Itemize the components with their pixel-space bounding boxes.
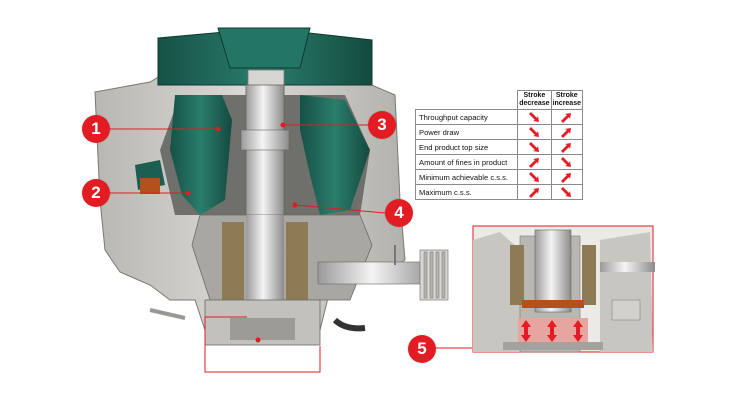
header-stroke-increase: Stroke increase: [550, 90, 584, 110]
arrow-down-icon: [528, 126, 539, 137]
stroke-decrease-effect: [517, 169, 552, 185]
table-row: Minimum achievable c.s.s.: [414, 169, 584, 185]
stroke-increase-effect: [550, 169, 584, 185]
row-parameter: Maximum c.s.s.: [414, 184, 519, 200]
detail-inset: [472, 225, 655, 353]
row-parameter: Amount of fines in product: [414, 154, 519, 170]
arrow-up-icon: [528, 187, 539, 198]
stroke-increase-effect: [550, 109, 584, 125]
arrow-up-icon: [561, 142, 572, 153]
arrow-down-icon: [528, 141, 539, 152]
stroke-decrease-effect: [517, 154, 552, 170]
table-header-blank: [415, 90, 519, 110]
table-row: Throughput capacity: [414, 109, 584, 125]
row-parameter: Minimum achievable c.s.s.: [414, 169, 519, 185]
arrow-up-icon: [528, 157, 539, 168]
row-parameter: End product top size: [414, 139, 519, 155]
hydraulic-arrow-icon: [521, 320, 583, 342]
arrow-up-icon: [561, 112, 572, 123]
table-header-row: Stroke decrease Stroke increase: [415, 90, 584, 110]
arrow-up-icon: [561, 172, 572, 183]
stroke-increase-effect: [550, 124, 584, 140]
callout-5: 5: [408, 335, 436, 363]
stroke-increase-effect: [550, 154, 584, 170]
arrow-down-icon: [561, 156, 572, 167]
table-row: Power draw: [414, 124, 584, 140]
row-parameter: Power draw: [414, 124, 519, 140]
table-row: Amount of fines in product: [414, 154, 584, 170]
arrow-down-icon: [528, 111, 539, 122]
callout-4: 4: [385, 199, 413, 227]
arrow-up-icon: [561, 127, 572, 138]
header-stroke-decrease: Stroke decrease: [517, 90, 552, 110]
arrow-down-icon: [561, 186, 572, 197]
arrow-down-icon: [528, 171, 539, 182]
stroke-decrease-effect: [517, 184, 552, 200]
crusher-body: [94, 27, 449, 346]
callout-1: 1: [82, 115, 110, 143]
stroke-decrease-effect: [517, 124, 552, 140]
stroke-increase-effect: [550, 139, 584, 155]
table-row: End product top size: [414, 139, 584, 155]
stroke-effect-table-wrap: Stroke decrease Stroke increase Throughp…: [414, 90, 584, 200]
stroke-decrease-effect: [517, 109, 552, 125]
table-row: Maximum c.s.s.: [414, 184, 584, 200]
callout-2: 2: [82, 179, 110, 207]
stroke-increase-effect: [550, 184, 584, 200]
row-parameter: Throughput capacity: [414, 109, 519, 125]
stroke-effect-table: Stroke decrease Stroke increase Throughp…: [414, 90, 584, 200]
leader-dots: [185, 122, 298, 343]
stroke-decrease-effect: [517, 139, 552, 155]
callout-3: 3: [368, 111, 396, 139]
